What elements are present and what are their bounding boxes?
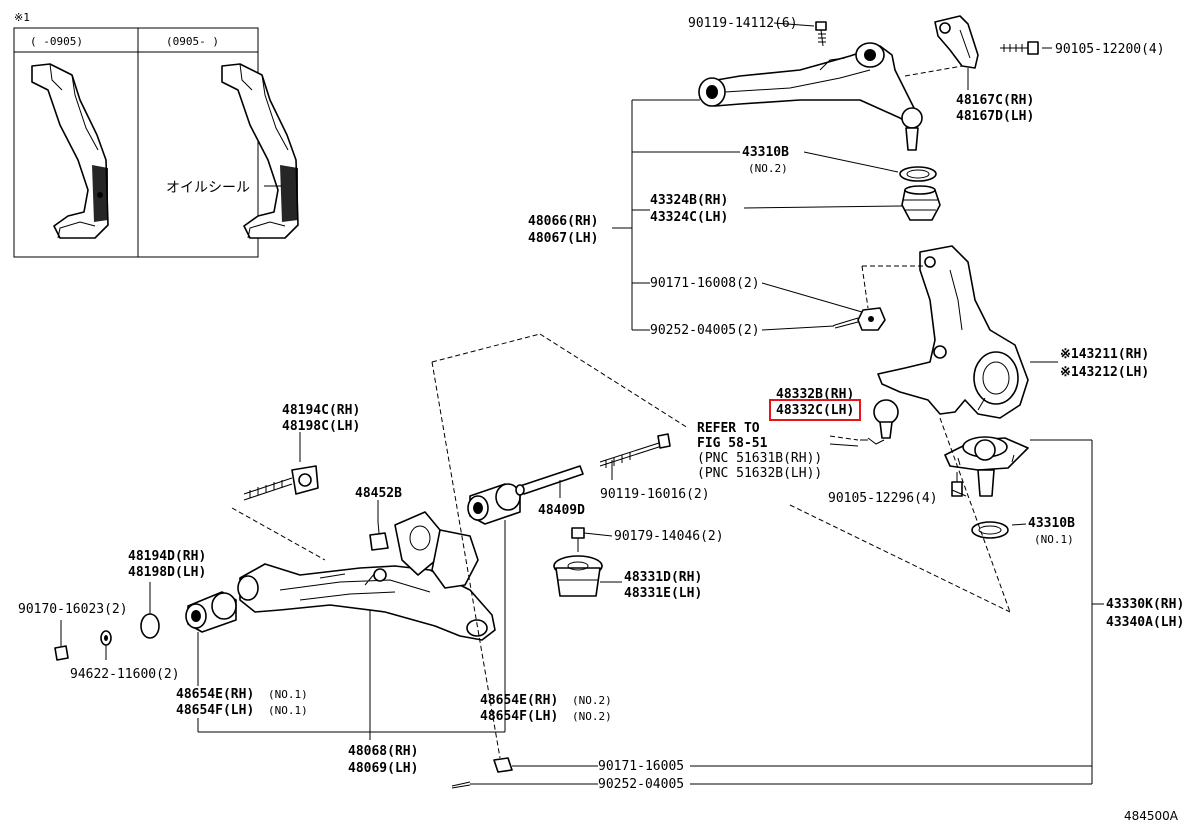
inset-left-range: ( -0905) <box>30 35 83 48</box>
label-48654F-no2: 48654F(LH) <box>480 709 558 724</box>
ball-joint-48332-drawing <box>867 399 899 445</box>
sleeve-48409D-drawing <box>515 465 584 496</box>
lower-control-arm-drawing <box>237 511 496 641</box>
label-43324B: 43324B(RH) <box>650 193 728 208</box>
label-48409D: 48409D <box>538 503 585 518</box>
upper-control-arm-drawing <box>698 42 923 151</box>
bolt-90105-12296-drawing <box>951 472 963 497</box>
label-48167D: 48167D(LH) <box>956 109 1034 124</box>
bump-stopper-48331-drawing <box>553 555 603 597</box>
refer-line4: (PNC 51632B(LH)) <box>697 466 822 481</box>
drawing-id: 484500A <box>1124 809 1179 823</box>
bracket-late-drawing <box>221 63 299 239</box>
label-43324C: 43324C(LH) <box>650 210 728 225</box>
label-48194C: 48194C(RH) <box>282 403 360 418</box>
refer-line2: FIG 58-51 <box>697 436 768 451</box>
dashed-reference-lines <box>231 65 1011 759</box>
bolt-90105-12200-drawing <box>1000 41 1039 55</box>
label-94622-11600: 94622-11600(2) <box>70 667 180 682</box>
cotter-pin-bottom-drawing <box>451 781 471 789</box>
steering-knuckle-drawing <box>877 245 1029 419</box>
label-43310B-top: 43310B <box>742 145 789 160</box>
label-48069: 48069(LH) <box>348 761 418 776</box>
label-90119-16016: 90119-16016(2) <box>600 487 710 502</box>
label-48066: 48066(RH) <box>528 214 598 229</box>
label-48332B: 48332B(RH) <box>776 387 854 402</box>
label-90105-12200: 90105-12200(4) <box>1055 42 1165 57</box>
nut-90171-16005-drawing <box>493 757 513 773</box>
bushing-48654-no2-drawing <box>467 483 521 525</box>
refer-line3: (PNC 51631B(RH)) <box>697 451 822 466</box>
label-90252-04005-top: 90252-04005(2) <box>650 323 760 338</box>
nut-48452B-drawing <box>369 521 389 551</box>
label-48654E-no1: 48654E(RH) <box>176 687 254 702</box>
bracket-early-drawing <box>31 63 109 239</box>
highlight-box-48332C <box>769 399 861 421</box>
label-48067: 48067(LH) <box>528 231 598 246</box>
label-90105-12296: 90105-12296(4) <box>828 491 938 506</box>
label-48654E-no2: 48654E(RH) <box>480 693 558 708</box>
label-90171-16008: 90171-16008(2) <box>650 276 760 291</box>
bolt-90119-14112-drawing <box>815 21 827 47</box>
label-90170-16023: 90170-16023(2) <box>18 602 128 617</box>
callout-labels: 90119-14112(6) 90105-12200(4) 48167C(RH)… <box>18 16 1184 823</box>
label-43310B-top-no: (NO.2) <box>748 162 788 175</box>
refer-line1: REFER TO <box>697 421 760 436</box>
seal-43310B-top-drawing <box>899 166 937 182</box>
seal-43310B-bottom-drawing <box>971 521 1009 539</box>
inset-panel: ※1 ( -0905) (0905- ) オイルシール <box>13 11 299 258</box>
label-90252-04005-bottom: 90252-04005 <box>598 777 684 792</box>
label-43211: ※143211(RH) <box>1060 347 1149 362</box>
label-90179-14046: 90179-14046(2) <box>614 529 724 544</box>
nut-90170-16023-drawing <box>54 645 69 661</box>
label-43310B-bottom: 43310B <box>1028 516 1075 531</box>
label-48654E-no2-suffix: (NO.2) <box>572 694 612 707</box>
label-48167C: 48167C(RH) <box>956 93 1034 108</box>
label-48198C: 48198C(LH) <box>282 419 360 434</box>
label-48654F-no2-suffix: (NO.2) <box>572 710 612 723</box>
inset-right-range: (0905- ) <box>166 35 219 48</box>
leader-lines <box>60 22 1104 785</box>
oil-seal-label: オイルシール <box>166 180 250 196</box>
label-43340A: 43340A(LH) <box>1106 615 1184 630</box>
cotter-pin-top-drawing <box>832 317 859 329</box>
bolt-48194C-drawing <box>243 465 319 501</box>
label-48452B: 48452B <box>355 486 402 501</box>
label-48331E: 48331E(LH) <box>624 586 702 601</box>
label-90119-14112: 90119-14112(6) <box>688 16 798 31</box>
nut-90171-16008-drawing <box>857 307 886 331</box>
label-48194D: 48194D(RH) <box>128 549 206 564</box>
washer-94622-11600-drawing <box>100 630 112 646</box>
washer-48194D-drawing <box>140 613 160 639</box>
label-43310B-bottom-no: (NO.1) <box>1034 533 1074 546</box>
bolt-90119-16016-drawing <box>599 433 671 468</box>
lower-ball-joint-43330-drawing <box>944 436 1029 497</box>
boot-43324-drawing <box>901 185 941 221</box>
label-48332C: 48332C(LH) <box>776 403 854 418</box>
bracket-48167-drawing <box>934 15 979 69</box>
inset-frame <box>13 27 259 258</box>
label-90171-16005: 90171-16005 <box>598 759 684 774</box>
label-48198D: 48198D(LH) <box>128 565 206 580</box>
label-48654E-no1-suffix: (NO.1) <box>268 688 308 701</box>
label-48331D: 48331D(RH) <box>624 570 702 585</box>
label-48654F-no1-suffix: (NO.1) <box>268 704 308 717</box>
label-43330K: 43330K(RH) <box>1106 597 1184 612</box>
bushing-48654-no1-drawing <box>185 591 237 633</box>
nut-90179-14046-drawing <box>571 527 585 552</box>
inset-note: ※1 <box>14 11 30 24</box>
label-48068: 48068(RH) <box>348 744 418 759</box>
label-43212: ※143212(LH) <box>1060 365 1149 380</box>
label-48654F-no1: 48654F(LH) <box>176 703 254 718</box>
